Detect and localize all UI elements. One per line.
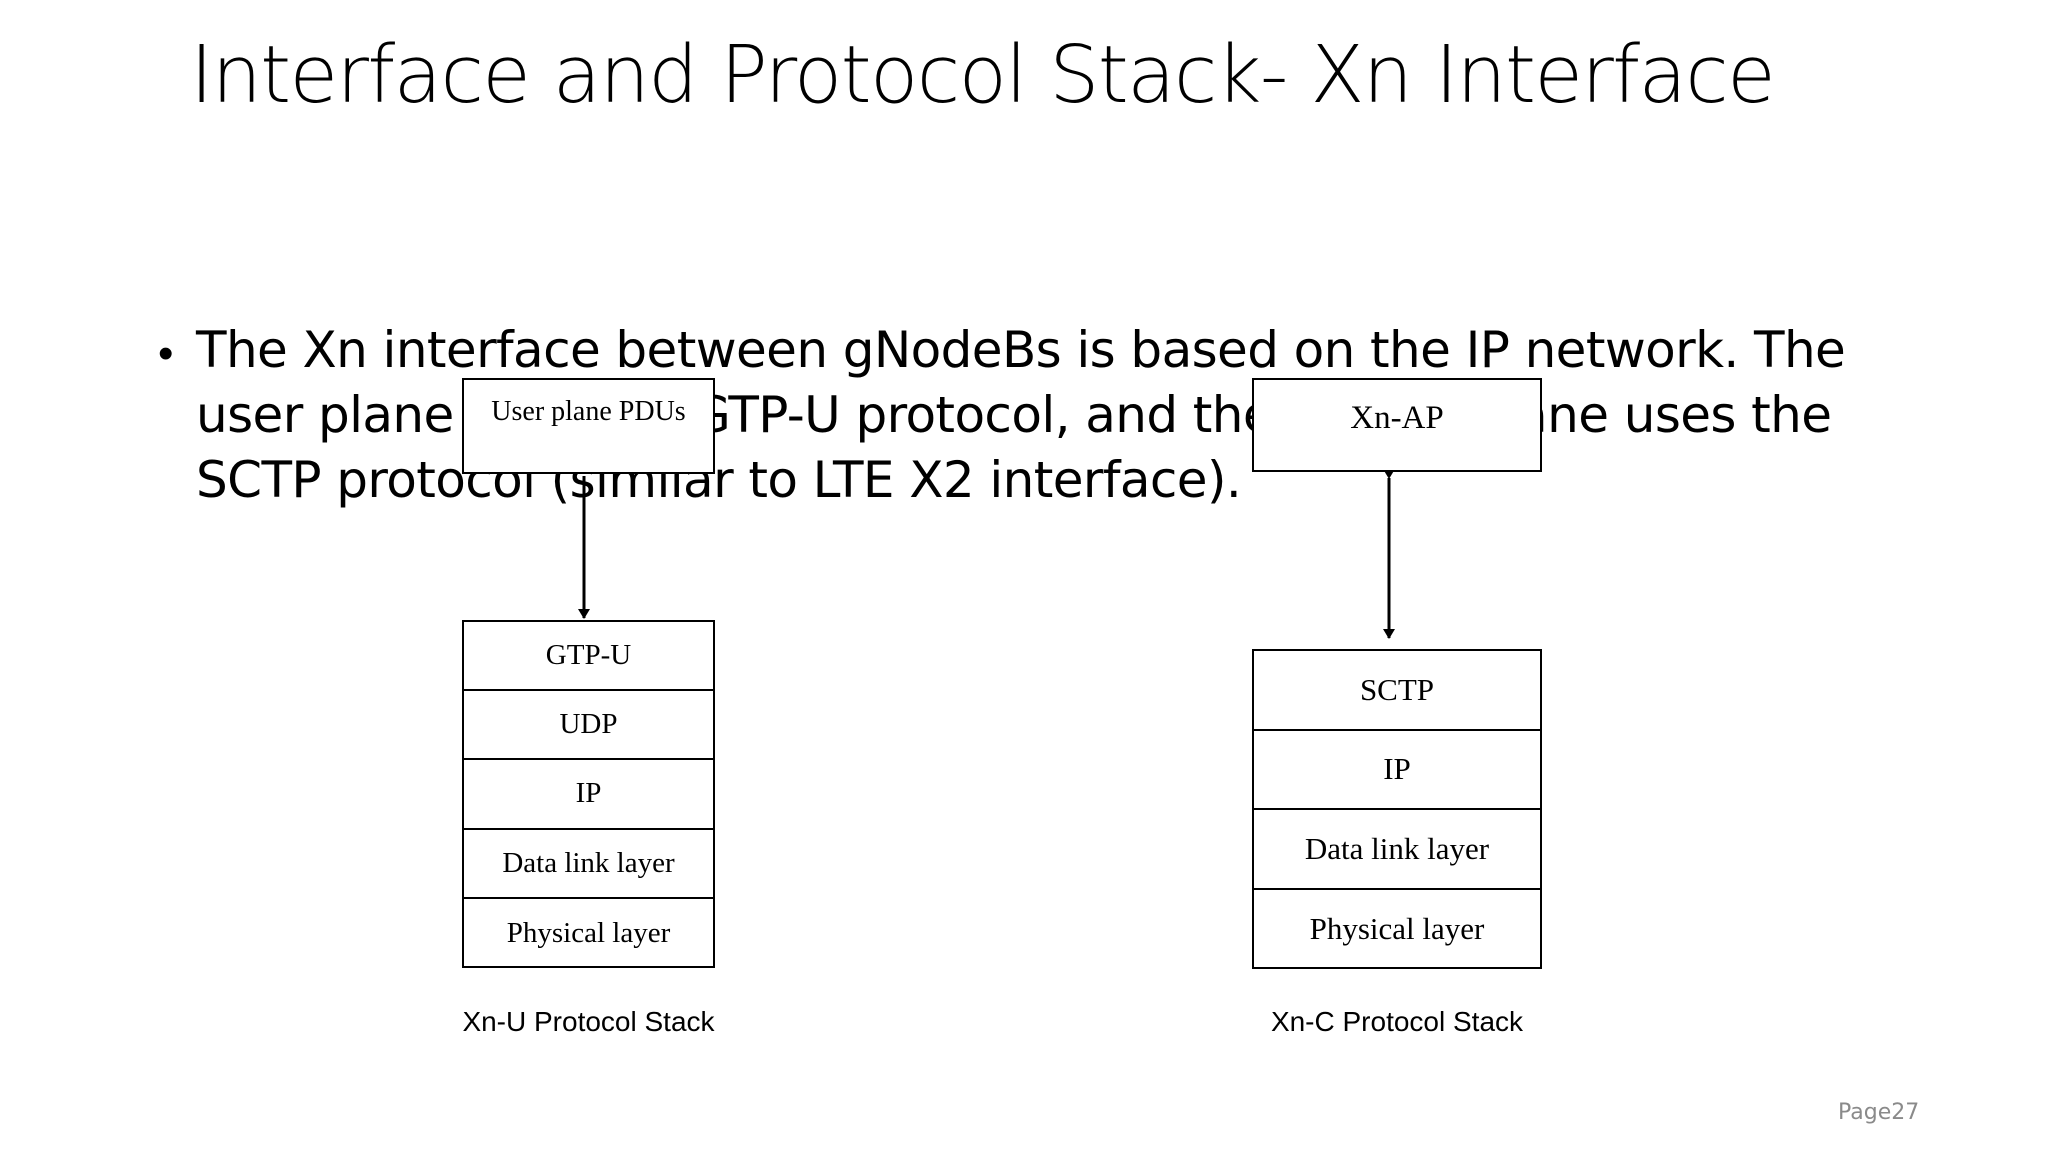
xn-c-layer-physical: Physical layer xyxy=(1309,911,1485,947)
xn-u-layer-ip: IP xyxy=(464,760,713,830)
xn-c-stack: SCTP IP Data link layer Physical layer xyxy=(1252,649,1542,969)
xn-u-pdu-box: User plane PDUs xyxy=(462,378,715,474)
xn-u-layer-physical: Physical layer xyxy=(506,916,671,949)
xn-c-xnap-label: Xn-AP xyxy=(1350,400,1444,436)
xn-c-layer-datalink: Data link layer xyxy=(1254,810,1540,890)
xn-c-layer-ip: IP xyxy=(1254,731,1540,810)
bullet-marker: • xyxy=(158,329,174,378)
xn-u-layer-gtpu: GTP-U xyxy=(464,622,713,692)
page-number: Page27 xyxy=(1838,1100,1920,1125)
xn-u-layer-datalink: Data link layer xyxy=(464,830,713,899)
xn-u-pdu-label: User plane PDUs xyxy=(491,396,686,427)
slide-title: Interface and Protocol Stack- Xn Interfa… xyxy=(190,29,1776,121)
xn-u-layer-udp: UDP xyxy=(464,691,713,761)
xn-c-caption: Xn-C Protocol Stack xyxy=(1270,1006,1524,1037)
xn-c-layer-sctp: SCTP xyxy=(1254,651,1540,731)
xn-u-caption: Xn-U Protocol Stack xyxy=(462,1006,715,1037)
xn-u-stack: GTP-U UDP IP Data link layer Physical la… xyxy=(462,620,715,968)
xn-c-xnap-box: Xn-AP xyxy=(1252,378,1542,472)
